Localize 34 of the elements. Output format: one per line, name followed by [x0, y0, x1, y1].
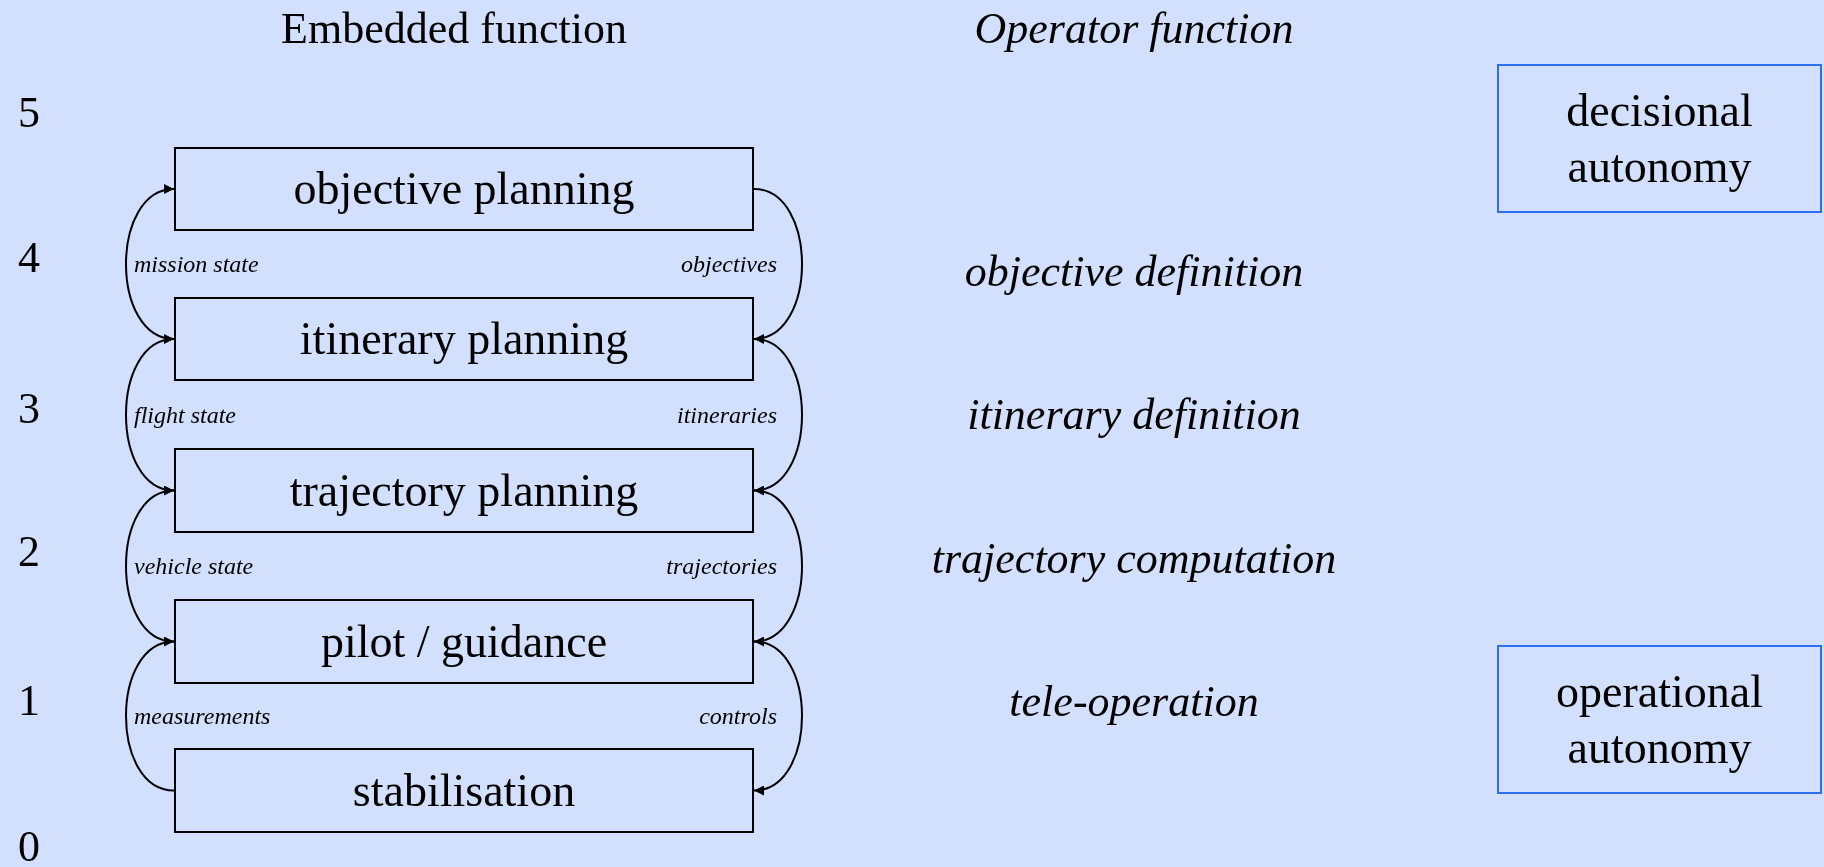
level-number: 4 [18, 236, 40, 280]
operator-function-label: trajectory computation [931, 537, 1337, 581]
level-number: 0 [18, 825, 40, 867]
box-text: objective planning [293, 162, 635, 217]
column-heading: Embedded function [281, 7, 627, 51]
curved-arrow [753, 640, 803, 794]
curved-arrow [125, 487, 175, 643]
function-box [174, 599, 754, 684]
curved-arrow [125, 638, 175, 792]
level-number: 1 [18, 679, 40, 723]
level-number: 2 [18, 530, 40, 574]
curved-arrow [753, 188, 803, 342]
box-text: operational autonomy [1555, 665, 1764, 775]
curved-arrow [125, 336, 175, 492]
box-text: stabilisation [352, 763, 576, 818]
box-text: pilot / guidance [320, 614, 608, 669]
level-number: 3 [18, 387, 40, 431]
operator-function-label: tele-operation [1009, 680, 1259, 724]
operator-function-label: objective definition [964, 250, 1304, 294]
operator-function-label: itinerary definition [967, 393, 1301, 437]
curved-arrow [753, 489, 803, 645]
autonomy-box [1497, 64, 1822, 213]
curved-arrow [753, 338, 803, 494]
autonomy-box [1497, 645, 1822, 794]
box-text: itinerary planning [299, 312, 629, 367]
column-heading: Operator function [974, 7, 1294, 51]
function-box [174, 297, 754, 381]
function-box [174, 748, 754, 833]
function-box [174, 448, 754, 533]
box-text: trajectory planning [289, 463, 639, 518]
function-box [174, 147, 754, 231]
level-number: 5 [18, 91, 40, 135]
box-text: decisional autonomy [1565, 84, 1754, 194]
curved-arrow [125, 186, 175, 340]
